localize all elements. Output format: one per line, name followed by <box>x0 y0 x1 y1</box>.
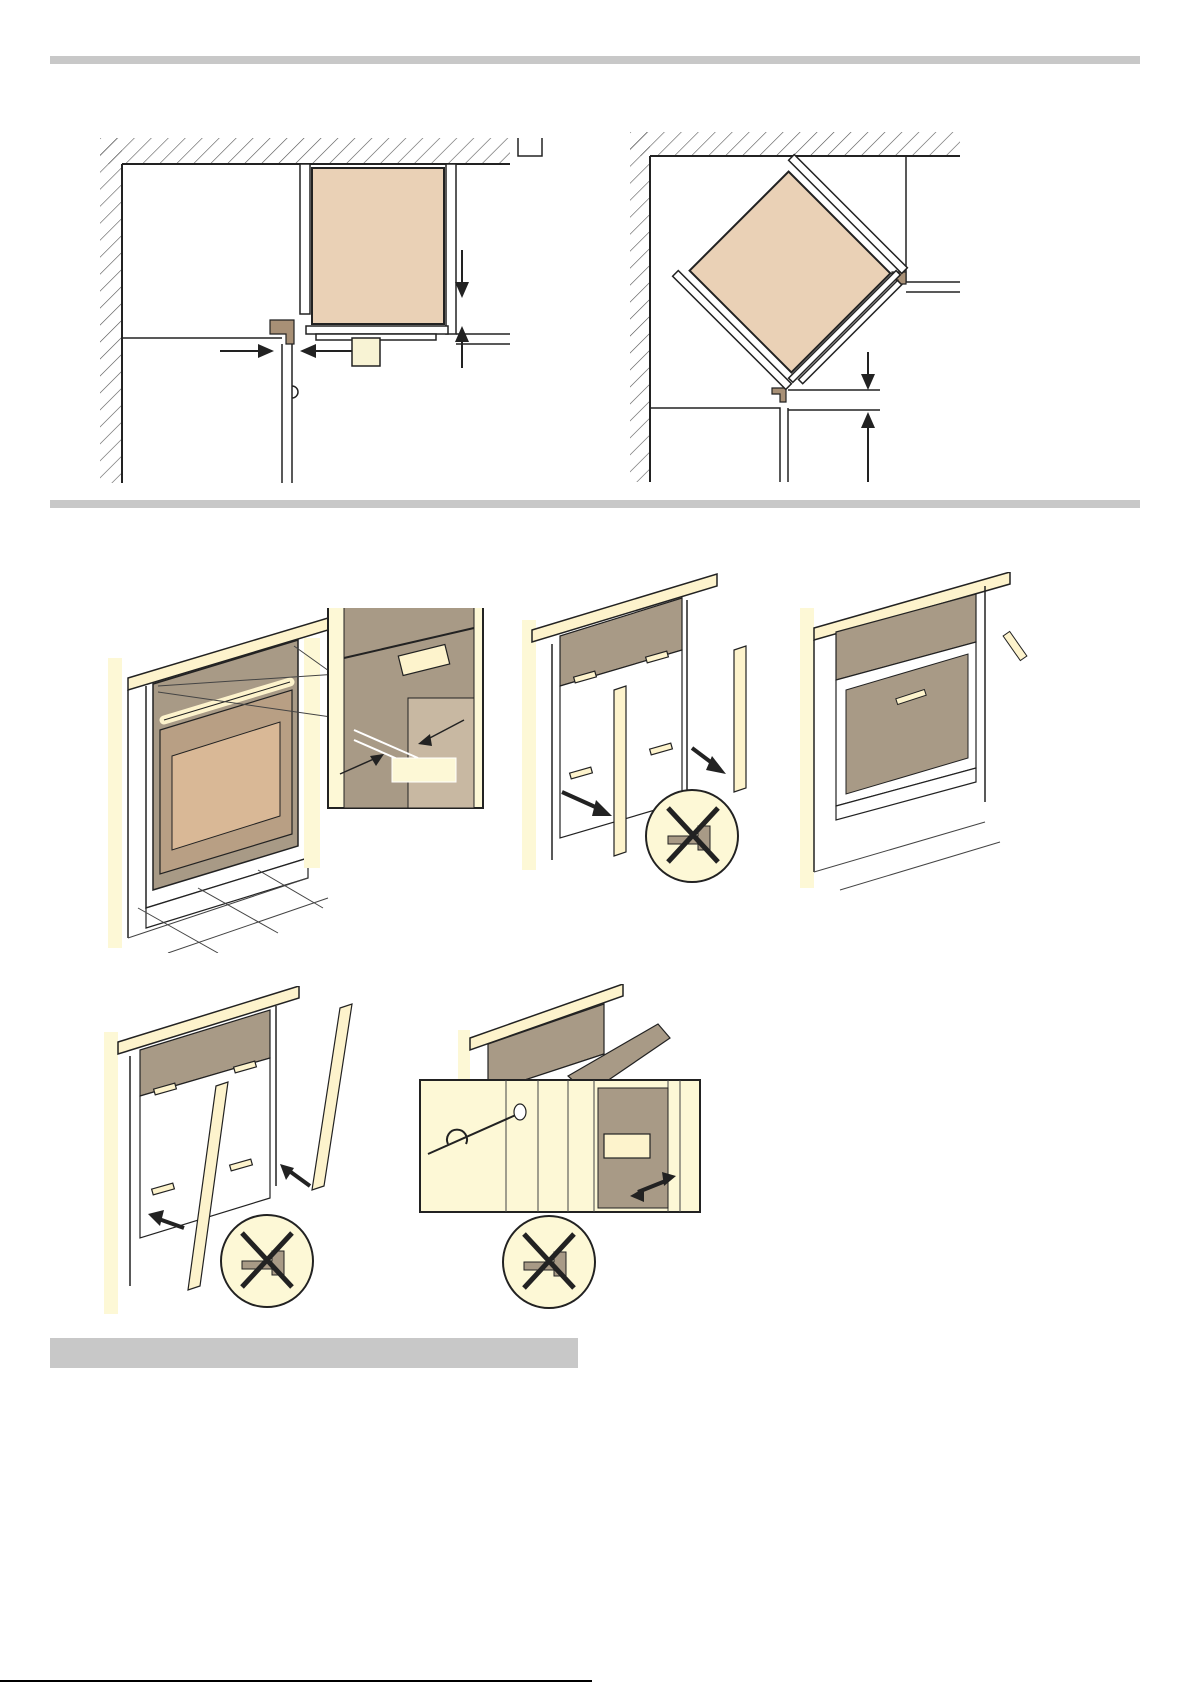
section-heading-bar <box>50 1338 578 1368</box>
screw-fixing-oven-diagram <box>800 572 1040 892</box>
middle-section-rule <box>50 500 1140 508</box>
dimension-marker <box>392 758 456 782</box>
top-section-rule <box>50 56 1140 64</box>
figure-number-box <box>518 138 542 156</box>
wall-top <box>100 138 510 164</box>
appliance-body <box>312 168 444 324</box>
refit-side-trims-diagram <box>104 986 374 1316</box>
remove-side-trims-diagram <box>522 570 762 890</box>
corner-top-view-angled-diagram <box>630 132 960 482</box>
dimension-marker <box>352 338 380 366</box>
footer-rule <box>0 1680 592 1682</box>
corner-top-view-straight-diagram <box>100 138 580 483</box>
wall-left <box>100 138 122 483</box>
oven-fitting-detail-diagram <box>108 608 516 953</box>
handle-adjustment-diagram <box>418 984 704 1314</box>
